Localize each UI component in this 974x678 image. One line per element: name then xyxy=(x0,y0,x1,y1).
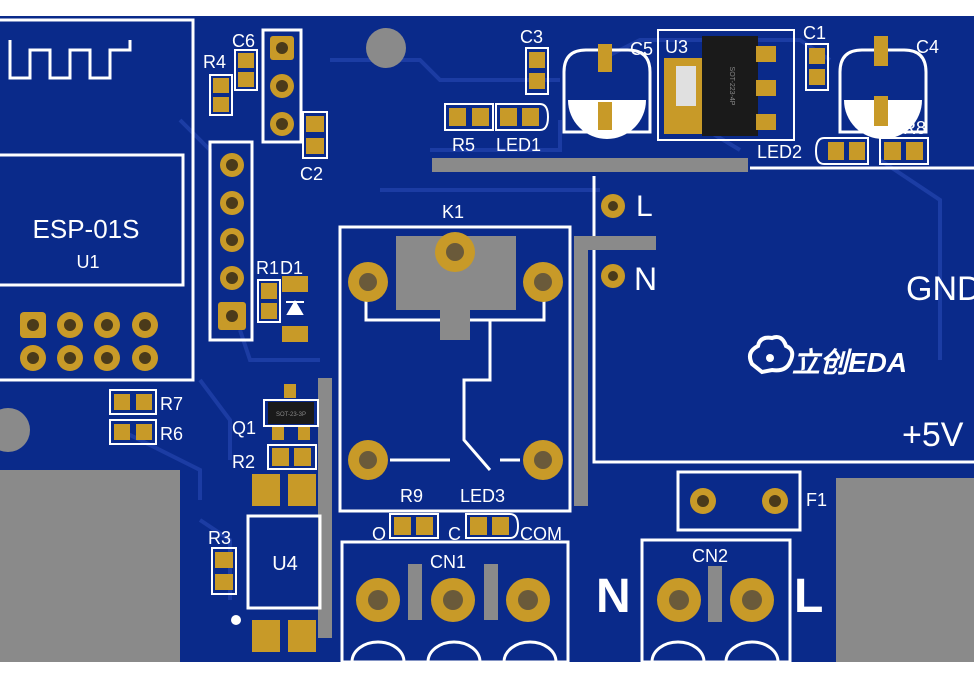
svg-text:GND: GND xyxy=(906,270,974,308)
u4-ic: U4 xyxy=(231,474,322,652)
c5-electrolytic-capacitor: C5 xyxy=(562,39,653,139)
svg-text:C1: C1 xyxy=(803,23,826,43)
r4-resistor: R4 xyxy=(203,52,233,116)
svg-text:C5: C5 xyxy=(630,39,653,59)
c1-capacitor: C1 xyxy=(803,23,829,91)
f1-fuse: F1 xyxy=(676,470,827,532)
r5-resistor: R5 xyxy=(444,103,494,155)
esp-01s-module: ESP-01S U1 xyxy=(0,18,195,382)
label-c: C xyxy=(448,524,461,544)
svg-text:R1: R1 xyxy=(256,258,279,278)
r2-resistor: R2 xyxy=(232,444,317,472)
svg-text:U3: U3 xyxy=(665,37,688,57)
r1-resistor: R1 xyxy=(256,258,281,323)
isolation-slot xyxy=(432,158,748,172)
svg-text:+5V: +5V xyxy=(902,416,964,454)
svg-text:D1: D1 xyxy=(280,258,303,278)
label-n-big: N xyxy=(596,570,631,623)
svg-text:R6: R6 xyxy=(160,424,183,444)
r6-resistor: R6 xyxy=(109,419,183,445)
module-name: ESP-01S xyxy=(33,214,140,244)
c4-electrolytic-capacitor: C4 xyxy=(838,36,939,139)
led3-led: LED3 xyxy=(460,486,520,539)
svg-text:C3: C3 xyxy=(520,27,543,47)
r8-resistor: R8 xyxy=(879,118,929,165)
svg-text:R8: R8 xyxy=(903,118,926,138)
cn2-terminal-block: CN2 xyxy=(640,538,792,664)
svg-text:R7: R7 xyxy=(160,394,183,414)
svg-text:N: N xyxy=(634,261,657,297)
svg-text:K1: K1 xyxy=(442,202,464,222)
svg-text:L: L xyxy=(636,190,653,223)
svg-text:R2: R2 xyxy=(232,452,255,472)
r9-resistor: R9 xyxy=(389,486,439,539)
r3-resistor: R3 xyxy=(208,528,237,595)
logo-text: 立创EDA xyxy=(792,347,907,378)
svg-text:Q1: Q1 xyxy=(232,418,256,438)
svg-text:C4: C4 xyxy=(916,37,939,57)
antenna-trace-icon xyxy=(8,40,132,80)
svg-text:U4: U4 xyxy=(272,553,298,575)
svg-text:R5: R5 xyxy=(452,135,475,155)
svg-text:R3: R3 xyxy=(208,528,231,548)
led1-led: LED1 xyxy=(495,103,550,155)
large-copper-pad xyxy=(0,470,180,662)
q1-transistor: SOT-23-3P Q1 xyxy=(232,384,319,440)
isolation-slot xyxy=(574,236,656,250)
svg-text:LED3: LED3 xyxy=(460,486,505,506)
k1-relay: K1 xyxy=(338,202,572,513)
c3-capacitor: C3 xyxy=(520,27,549,95)
cloud-logo-icon xyxy=(748,335,795,375)
svg-text:SOT-223-4P: SOT-223-4P xyxy=(728,67,735,106)
r7-resistor: R7 xyxy=(109,389,183,415)
svg-text:SOT-23-3P: SOT-23-3P xyxy=(276,412,306,418)
header-3pin xyxy=(261,28,303,144)
svg-text:R9: R9 xyxy=(400,486,423,506)
header-5pin xyxy=(208,140,254,342)
isolation-slot xyxy=(574,236,588,506)
module-ref: U1 xyxy=(76,252,99,272)
large-copper-pad xyxy=(836,478,974,662)
cn1-terminal-block: CN1 xyxy=(340,540,570,664)
svg-text:LED1: LED1 xyxy=(496,135,541,155)
power-module: L N GND +5V 立创EDA xyxy=(592,166,974,464)
svg-text:LED2: LED2 xyxy=(757,142,802,162)
label-o: O xyxy=(372,524,386,544)
svg-text:CN1: CN1 xyxy=(430,552,466,572)
svg-text:C6: C6 xyxy=(232,31,255,51)
svg-text:C2: C2 xyxy=(300,164,323,184)
c2-capacitor: C2 xyxy=(300,111,328,184)
svg-text:F1: F1 xyxy=(806,490,827,510)
label-com: COM xyxy=(520,524,562,544)
d1-diode: D1 xyxy=(280,258,308,342)
c6-capacitor: C6 xyxy=(232,31,258,91)
mounting-hole xyxy=(0,408,30,452)
u3-regulator: SOT-223-4P U3 xyxy=(657,29,795,141)
svg-text:CN2: CN2 xyxy=(692,546,728,566)
esp-header-pads xyxy=(20,312,158,371)
mounting-hole xyxy=(366,28,406,68)
svg-text:R4: R4 xyxy=(203,52,226,72)
led2-led: LED2 xyxy=(757,137,869,165)
label-l-big: L xyxy=(794,570,823,623)
